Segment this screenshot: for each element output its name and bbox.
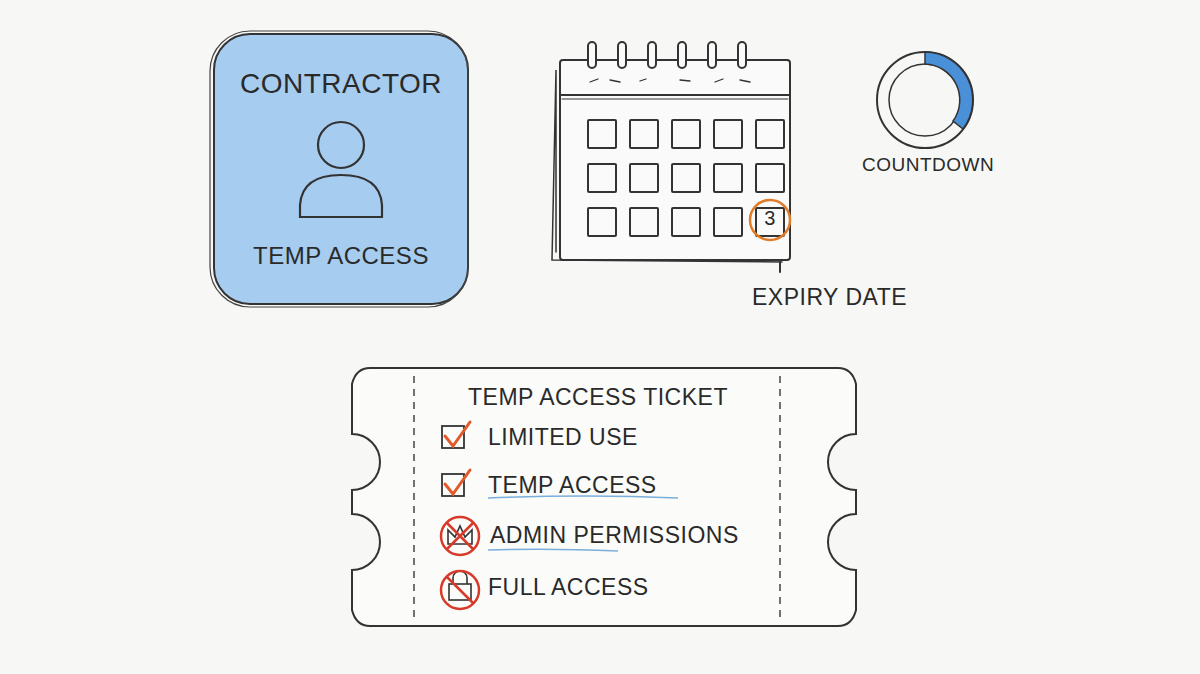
ticket-item: ADMIN PERMISSIONS: [490, 522, 739, 549]
calendar-cell: [714, 164, 742, 192]
calendar-cell: [672, 120, 700, 148]
calendar-cell: [672, 208, 700, 236]
calendar-icon: [552, 42, 790, 272]
caption-label: EXPIRY DATE: [752, 284, 907, 311]
binder-ring: [618, 42, 626, 68]
calendar-cell: [630, 164, 658, 192]
ticket-item: TEMP ACCESS: [488, 472, 657, 499]
date-number: 3: [764, 207, 776, 230]
binder-ring: [648, 42, 656, 68]
node-heading: TEMP ACCESS TICKET: [468, 384, 728, 411]
calendar-cell: [588, 164, 616, 192]
calendar-cell: [630, 120, 658, 148]
node-heading: CONTRACTOR: [240, 68, 442, 100]
caption-label: COUNTDOWN: [862, 154, 994, 176]
node-subtitle: TEMP ACCESS: [253, 242, 429, 270]
contractor-card: CONTRACTOR TEMP ACCESS: [210, 30, 472, 308]
ticket-item: LIMITED USE: [488, 424, 638, 451]
calendar-cell: [714, 208, 742, 236]
calendar-cell: [756, 164, 784, 192]
calendar-cell: [588, 208, 616, 236]
calendar-cell: [630, 208, 658, 236]
calendar-cell: [756, 120, 784, 148]
binder-ring: [678, 42, 686, 68]
calendar-cell: [672, 164, 700, 192]
calendar-cell: [714, 120, 742, 148]
access-ticket: TEMP ACCESS TICKET LIMITED USE TEMP ACCESS…: [348, 364, 860, 630]
highlight-circle: [750, 200, 790, 240]
ticket-item: FULL ACCESS: [488, 574, 649, 601]
countdown-ring: [877, 52, 973, 148]
binder-ring: [738, 42, 746, 68]
binder-ring: [708, 42, 716, 68]
binder-ring: [588, 42, 596, 68]
calendar-cell: [588, 120, 616, 148]
